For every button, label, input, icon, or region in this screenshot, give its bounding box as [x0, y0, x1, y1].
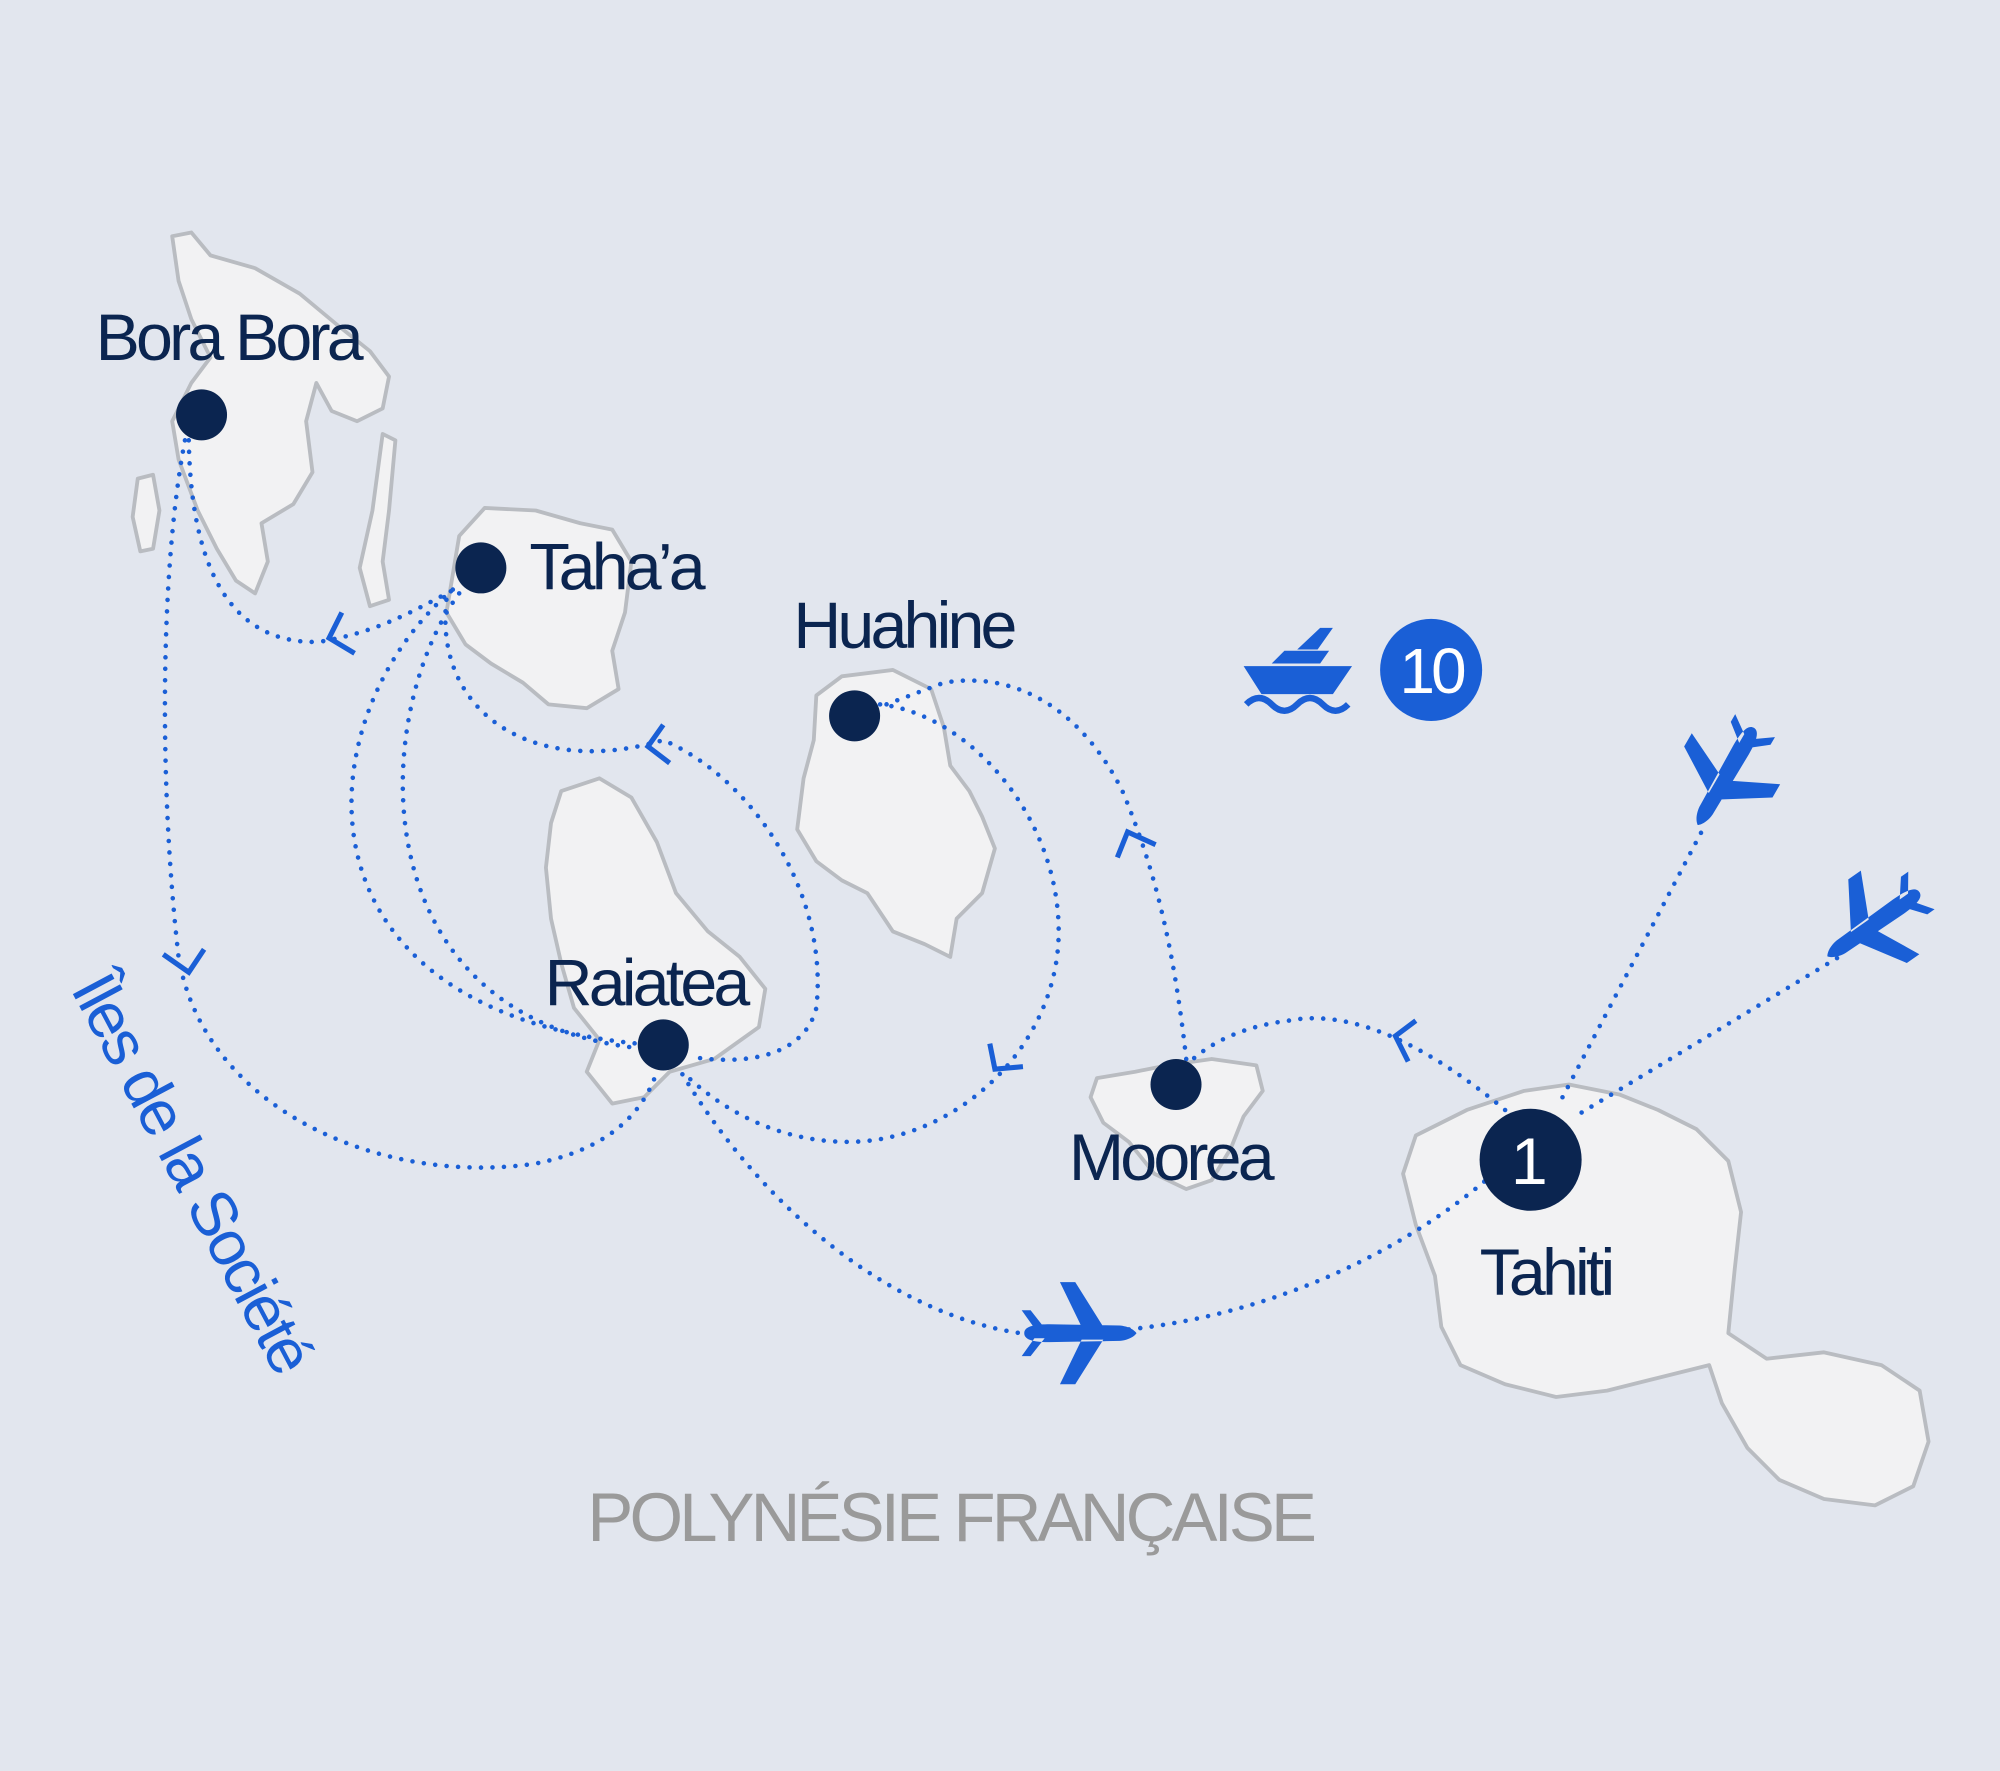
route-tahiti-moorea [1183, 1015, 1508, 1113]
marker-tahiti-start[interactable] [1479, 1108, 1582, 1211]
airplane-icon [1021, 1282, 1137, 1385]
route-bora-bora-raiatea [162, 438, 660, 1170]
airplane-icon [1684, 714, 1781, 826]
marker-raiatea[interactable] [637, 1019, 689, 1071]
label-huahine: Huahine [793, 589, 1014, 663]
island-raiatea [544, 776, 768, 1106]
cruise-routes [162, 438, 1846, 1336]
route-moorea-huahine [884, 678, 1189, 1062]
route-bora-bora-tahaa [186, 438, 462, 645]
arrow-icon [644, 723, 672, 766]
arrow-icon [325, 611, 356, 656]
marker-tahaa[interactable] [455, 542, 507, 594]
airplane-icon [1827, 870, 1935, 964]
route-huahine-raiatea [680, 702, 1061, 1145]
region-label: POLYNÉSIE FRANÇAISE [587, 1479, 1314, 1556]
label-moorea: Moorea [1069, 1121, 1275, 1195]
label-tahiti: Tahiti [1480, 1236, 1612, 1310]
cruise-nights-badge [1380, 618, 1483, 721]
island-bora-bora-motu [130, 472, 162, 554]
arrow-icon [1392, 1018, 1418, 1063]
label-raiatea: Raiatea [545, 946, 751, 1020]
marker-bora-bora[interactable] [176, 389, 228, 441]
island-bora-bora-reef [357, 432, 398, 609]
direction-arrows [161, 611, 1418, 1072]
island-huahine [795, 668, 997, 959]
route-tahiti-flight-2 [1579, 952, 1846, 1115]
cruise-nights-value: 10 [1399, 635, 1464, 707]
route-tahiti-flight-1 [1560, 827, 1706, 1100]
route-tahaa-loop [443, 597, 820, 1063]
marker-huahine[interactable] [829, 690, 881, 742]
start-badge-number: 1 [1511, 1125, 1548, 1199]
label-tahaa: Taha’a [529, 531, 705, 605]
arrow-icon [1114, 828, 1157, 859]
arrow-icon [987, 1043, 1024, 1072]
arrow-icon [161, 947, 207, 976]
ship-icon [1243, 627, 1353, 714]
route-flight-tahiti [1126, 1177, 1489, 1332]
marker-moorea[interactable] [1150, 1058, 1202, 1110]
route-tahaa-raiatea-inner [400, 591, 647, 1052]
label-bora-bora: Bora Bora [96, 301, 364, 375]
